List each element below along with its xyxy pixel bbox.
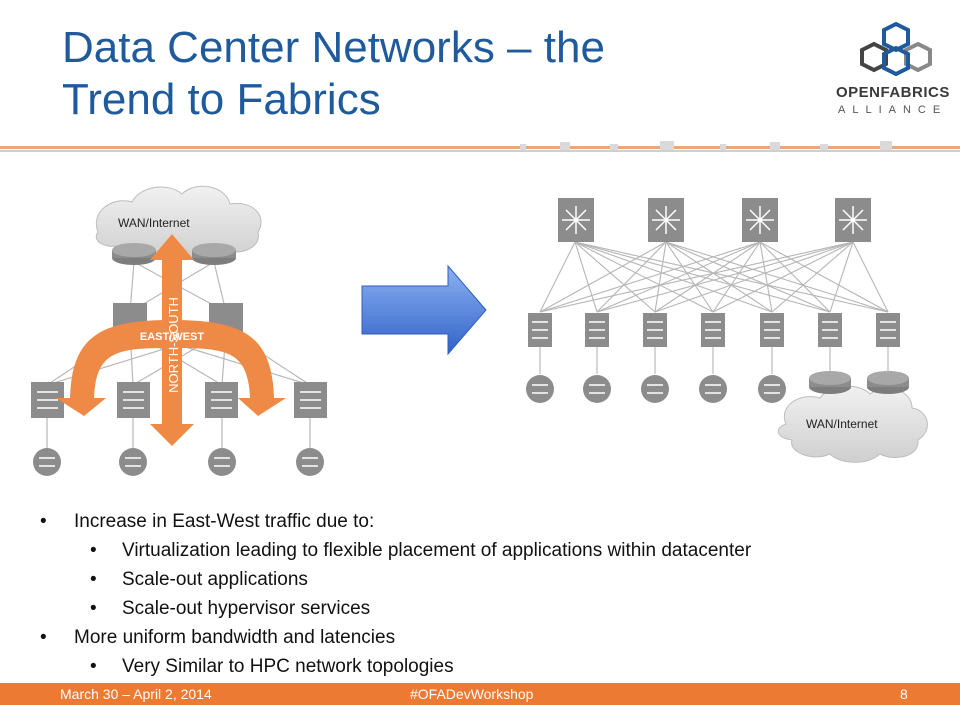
- bullet-subitem: Virtualization leading to flexible place…: [36, 536, 946, 565]
- page-number: 8: [900, 686, 908, 702]
- footer-bottom-strip: [0, 705, 960, 720]
- leaf-switch-icon: [760, 313, 784, 347]
- bullet-subitem: Very Similar to HPC network topologies: [36, 652, 946, 681]
- east-west-arrow-icon: [56, 320, 286, 416]
- spine-switch-icon: [558, 198, 594, 242]
- switch-icon: [205, 382, 238, 418]
- server-icon: [208, 448, 236, 476]
- right-topology: WAN/Internet: [526, 198, 928, 463]
- server-icon: [526, 375, 554, 403]
- server-icon: [758, 375, 786, 403]
- bullet-subitem: Scale-out hypervisor services: [36, 594, 946, 623]
- title-line-1: Data Center Networks – the: [62, 23, 605, 72]
- leaf-switch-icon: [643, 313, 667, 347]
- router-icon: [867, 371, 909, 394]
- header-divider: [0, 141, 960, 152]
- bullet-list: Increase in East-West traffic due to: Vi…: [36, 507, 946, 681]
- east-west-label: EAST/WEST: [140, 331, 204, 343]
- title-line-2: Trend to Fabrics: [62, 75, 381, 124]
- server-icon: [119, 448, 147, 476]
- server-icon: [699, 375, 727, 403]
- wan-internet-label-right: WAN/Internet: [806, 417, 878, 431]
- footer-hashtag: #OFADevWorkshop: [410, 686, 534, 702]
- switch-icon: [117, 382, 150, 418]
- wan-internet-label-left: WAN/Internet: [118, 216, 190, 230]
- router-icon: [112, 243, 156, 265]
- transition-arrow-icon: [361, 264, 487, 356]
- bullet-subitem: Scale-out applications: [36, 565, 946, 594]
- bullet-item: Increase in East-West traffic due to:: [36, 507, 946, 536]
- leaf-switch-icon: [701, 313, 725, 347]
- leaf-switch-icon: [876, 313, 900, 347]
- logo-subtitle: ALLIANCE: [838, 104, 948, 116]
- footer-bar: March 30 – April 2, 2014 #OFADevWorkshop…: [0, 683, 960, 705]
- leaf-switch-icon: [585, 313, 609, 347]
- logo-wordmark: OPENFABRICS: [836, 84, 950, 101]
- network-diagram: WAN/Internet NORTH-SOUTH EAST/WEST: [31, 185, 928, 476]
- north-south-arrow-icon: [150, 234, 194, 446]
- router-icon: [809, 371, 851, 394]
- leaf-switch-icon: [818, 313, 842, 347]
- north-south-label: NORTH-SOUTH: [166, 297, 181, 393]
- switch-icon: [294, 382, 327, 418]
- server-icon: [641, 375, 669, 403]
- slide-title: Data Center Networks – the Trend to Fabr…: [62, 22, 822, 126]
- server-icon: [583, 375, 611, 403]
- spine-switch-icon: [835, 198, 871, 242]
- server-icon: [33, 448, 61, 476]
- spine-switch-icon: [648, 198, 684, 242]
- router-icon: [192, 243, 236, 265]
- footer-date: March 30 – April 2, 2014: [60, 686, 212, 702]
- leaf-switch-icon: [528, 313, 552, 347]
- bullet-item: More uniform bandwidth and latencies: [36, 623, 946, 652]
- left-topology: WAN/Internet NORTH-SOUTH EAST/WEST: [31, 185, 327, 476]
- switch-icon: [31, 382, 64, 418]
- spine-switch-icon: [742, 198, 778, 242]
- server-icon: [296, 448, 324, 476]
- openfabrics-logo-icon: [860, 22, 932, 77]
